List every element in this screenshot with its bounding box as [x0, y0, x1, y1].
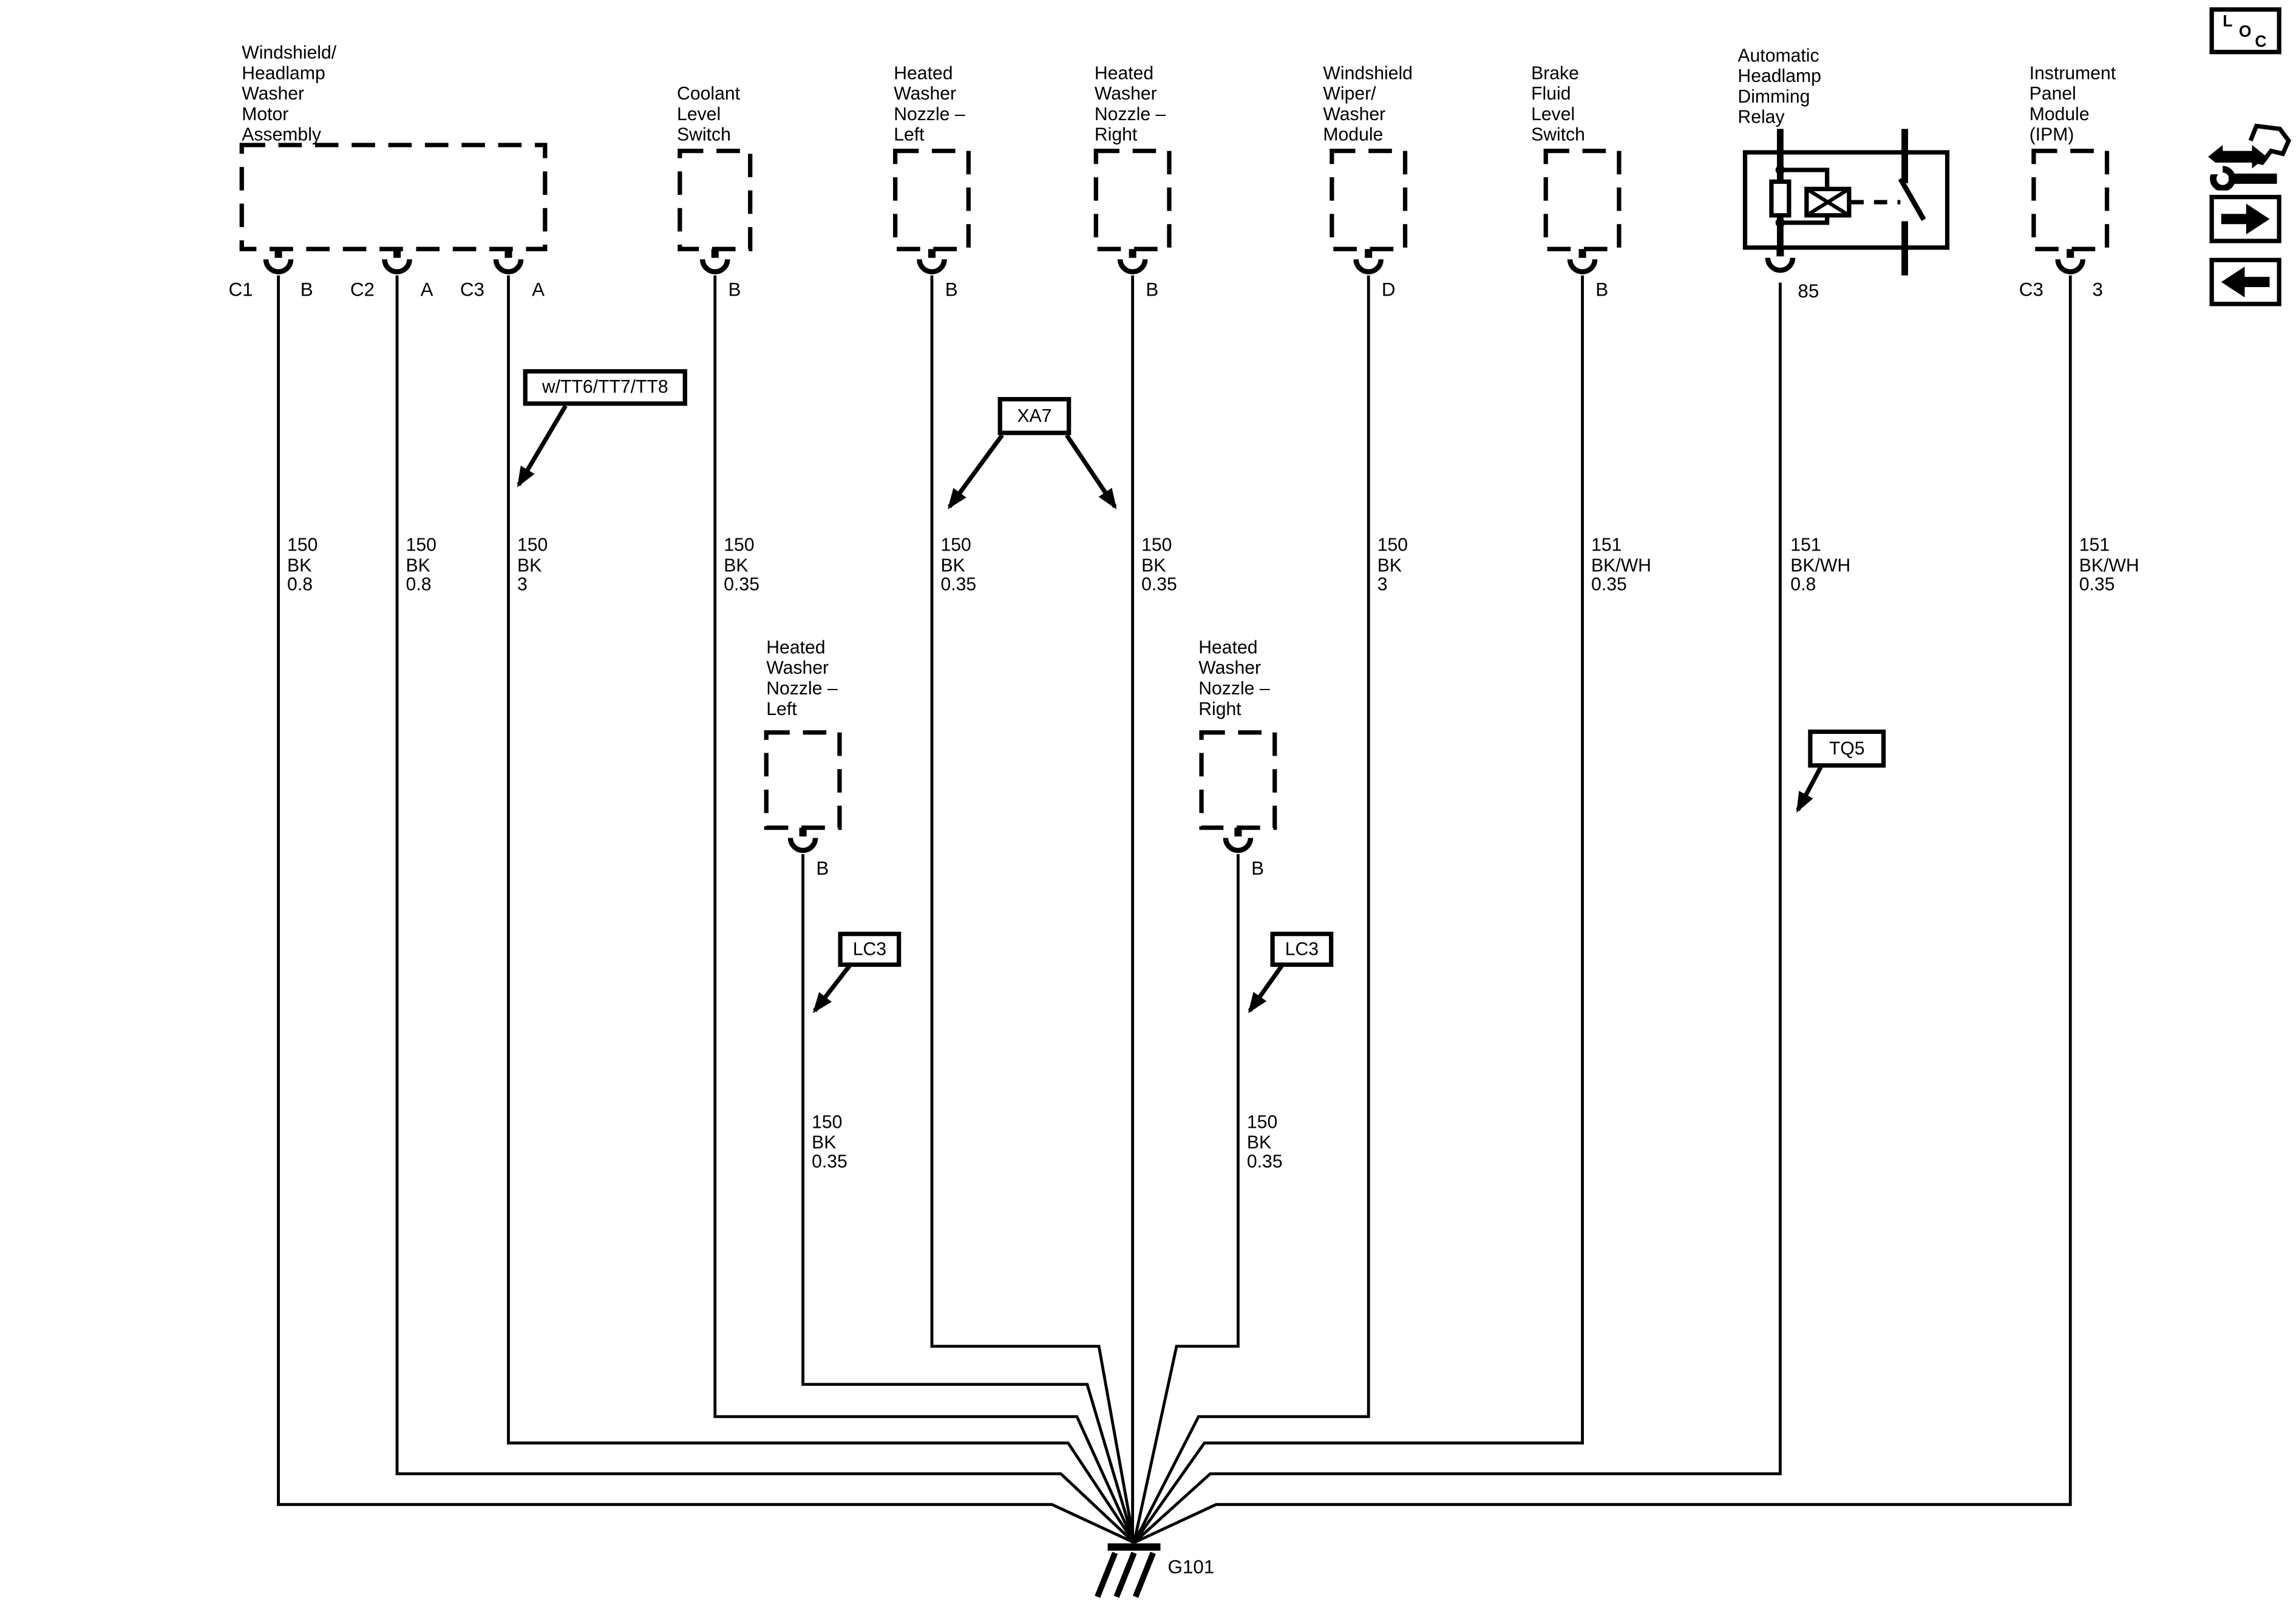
box-wiper-washer-module: [1330, 148, 1408, 251]
wire-brake-fluid-switch: [1133, 275, 1584, 1544]
pin-a-washer-motor-1: A: [420, 278, 433, 300]
wire-nozzle-left-top: [930, 275, 1136, 1543]
callout-lc3-left: LC3: [838, 931, 902, 967]
loc-letter-l: L: [2223, 13, 2233, 31]
pin-85-relay: 85: [1798, 279, 1819, 302]
service-info-button[interactable]: [2207, 123, 2292, 192]
box-heated-nozzle-left-top: [893, 148, 971, 251]
pin-3-ipm: 3: [2092, 278, 2103, 300]
wire-relay-85: [1133, 282, 1782, 1544]
box-ipm: [2031, 148, 2110, 251]
wire-washer-motor-c1b: [277, 275, 1135, 1544]
label-heated-nozzle-left-mid: Heated Washer Nozzle – Left: [766, 637, 838, 720]
arrow-tq5: [1796, 765, 1824, 813]
label-washer-motor-assembly: Windshield/ Headlamp Washer Motor Assemb…: [242, 42, 337, 145]
label-heated-nozzle-right-top: Heated Washer Nozzle – Right: [1094, 63, 1166, 145]
pin-connector-c1: C1: [228, 278, 253, 300]
pin-b-washer-motor: B: [300, 278, 313, 300]
pin-connector-c3-ipm: C3: [2019, 278, 2043, 300]
wire-nozzle-right-top: [1131, 275, 1136, 1543]
callout-harness-option: w/TT6/TT7/TT8: [523, 369, 687, 406]
box-coolant-level-switch: [678, 148, 753, 251]
pin-connector-c2: C2: [350, 278, 375, 300]
callout-arrows: [517, 404, 1824, 1014]
wire-washer-motor-c2a: [395, 275, 1135, 1544]
pin-b-coolant: B: [728, 278, 741, 300]
pin-b-nozzle-left-mid: B: [816, 856, 829, 880]
pin-connector-c3: C3: [460, 278, 484, 300]
ground-symbol-g101: [1095, 1543, 1161, 1598]
box-washer-motor-assembly: [239, 143, 548, 251]
next-page-button[interactable]: [2209, 194, 2281, 243]
pin-b-nozzle-left-top: B: [945, 278, 958, 300]
relay-switch-blade: [1898, 177, 1926, 222]
pin-a-washer-motor-2: A: [532, 278, 545, 300]
relay-symbol: [1742, 129, 1950, 276]
label-wiper-washer-module: Windshield Wiper/ Washer Module: [1323, 63, 1413, 145]
wire-nozzle-right-mid: [1132, 854, 1240, 1543]
loc-button[interactable]: L O C: [2209, 7, 2281, 55]
arrow-lc3-right: [1248, 964, 1284, 1014]
label-ipm: Instrument Panel Module (IPM): [2029, 63, 2116, 145]
arrow-left-icon: [2221, 266, 2270, 297]
wire-ipm: [1133, 275, 2072, 1544]
pin-b-nozzle-right-top: B: [1146, 278, 1159, 300]
wires: [277, 275, 2072, 1544]
loc-letter-o: O: [2238, 23, 2252, 41]
callout-tq5: TQ5: [1808, 729, 1886, 768]
wire-coolant-switch: [713, 275, 1136, 1544]
label-brake-fluid-switch: Brake Fluid Level Switch: [1531, 63, 1585, 145]
callout-lc3-right: LC3: [1270, 931, 1334, 967]
box-brake-fluid-switch: [1543, 148, 1622, 251]
wrench-double-arrow-icon: [2208, 123, 2292, 192]
callout-xa7: XA7: [997, 397, 1072, 435]
label-dimming-relay: Automatic Headlamp Dimming Relay: [1737, 45, 1821, 127]
box-heated-nozzle-left-mid: [764, 730, 842, 830]
pin-b-brake-fluid: B: [1595, 278, 1609, 300]
arrow-harness-option: [517, 404, 568, 488]
wire-nozzle-left-mid: [801, 854, 1136, 1544]
pin-d-wiper-module: D: [1381, 278, 1396, 300]
connector-symbols: [263, 247, 2086, 853]
pin-b-nozzle-right-mid: B: [1251, 856, 1265, 880]
arrow-lc3-left: [812, 964, 852, 1014]
loc-letter-c: C: [2255, 33, 2267, 52]
box-heated-nozzle-right-top: [1093, 148, 1172, 251]
box-heated-nozzle-right-mid: [1199, 730, 1277, 830]
arrow-xa7-right: [1065, 433, 1117, 510]
label-heated-nozzle-left-top: Heated Washer Nozzle – Left: [894, 63, 965, 145]
relay-coil: [1804, 186, 1852, 218]
previous-page-button[interactable]: [2209, 257, 2281, 307]
label-coolant-level-switch: Coolant Level Switch: [677, 83, 741, 145]
relay-resistor: [1769, 179, 1792, 218]
ground-label-g101: G101: [1167, 1556, 1215, 1578]
arrow-right-icon: [2221, 203, 2270, 235]
arrow-xa7-left: [948, 433, 1004, 509]
label-heated-nozzle-right-mid: Heated Washer Nozzle – Right: [1198, 637, 1270, 720]
wire-wiper-module: [1132, 275, 1370, 1544]
wire-washer-motor-c3a: [507, 275, 1136, 1544]
